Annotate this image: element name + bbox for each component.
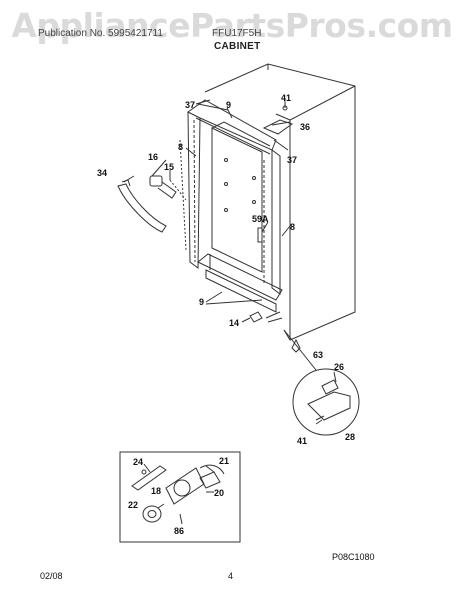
callout-41: 41 <box>281 93 292 103</box>
diagram-code: P08C1080 <box>332 552 375 562</box>
callout-16: 16 <box>148 152 159 162</box>
model-number: FFU17F5H <box>212 28 262 39</box>
page-number: 4 <box>228 571 234 581</box>
gasket-bottom <box>198 254 282 300</box>
callout-9-bottom: 9 <box>199 297 205 307</box>
callout-21: 21 <box>219 456 230 466</box>
callout-28: 28 <box>345 432 356 442</box>
cabinet-front-edge <box>268 64 355 340</box>
part-22 <box>143 506 161 522</box>
publication-number: Publication No. 5995421711 <box>38 28 163 39</box>
callout-15: 15 <box>164 162 175 172</box>
callout-86: 86 <box>174 526 185 536</box>
callout-20: 20 <box>214 488 225 498</box>
inner-liner <box>212 128 262 272</box>
callout-41-detail: 41 <box>297 436 308 446</box>
door-handle <box>118 184 166 232</box>
callout-8-right: 8 <box>290 222 296 232</box>
callout-9: 9 <box>226 100 232 110</box>
gasket-left <box>188 112 200 268</box>
hinge-detail-circle <box>293 369 359 435</box>
callout-36: 36 <box>300 122 311 132</box>
part-18 <box>132 466 166 490</box>
callout-34: 34 <box>97 168 108 178</box>
top-hinge <box>264 120 292 134</box>
part-15 <box>158 182 176 198</box>
cabinet-outline <box>205 64 355 340</box>
footer-date: 02/08 <box>40 571 63 581</box>
callout-18: 18 <box>151 486 162 496</box>
inset-box <box>120 452 240 542</box>
watermark-logo: AppliancePartsPros.com <box>11 6 453 45</box>
callout-26: 26 <box>334 362 345 372</box>
part-63 <box>292 340 300 352</box>
section-title: CABINET <box>214 41 261 52</box>
part-16 <box>150 176 162 186</box>
callout-14: 14 <box>229 318 240 328</box>
callout-8: 8 <box>178 142 184 152</box>
callout-22: 22 <box>128 500 139 510</box>
part-20 <box>166 468 204 504</box>
part-14 <box>250 312 262 322</box>
callout-59a: 59A <box>252 214 269 224</box>
callout-37: 37 <box>185 100 196 110</box>
callout-63: 63 <box>313 350 324 360</box>
callout-24: 24 <box>133 457 144 467</box>
part-21 <box>200 472 220 488</box>
gasket-right <box>272 150 280 294</box>
bottom-hinge-plate <box>308 392 350 420</box>
callout-37-right: 37 <box>287 155 298 165</box>
